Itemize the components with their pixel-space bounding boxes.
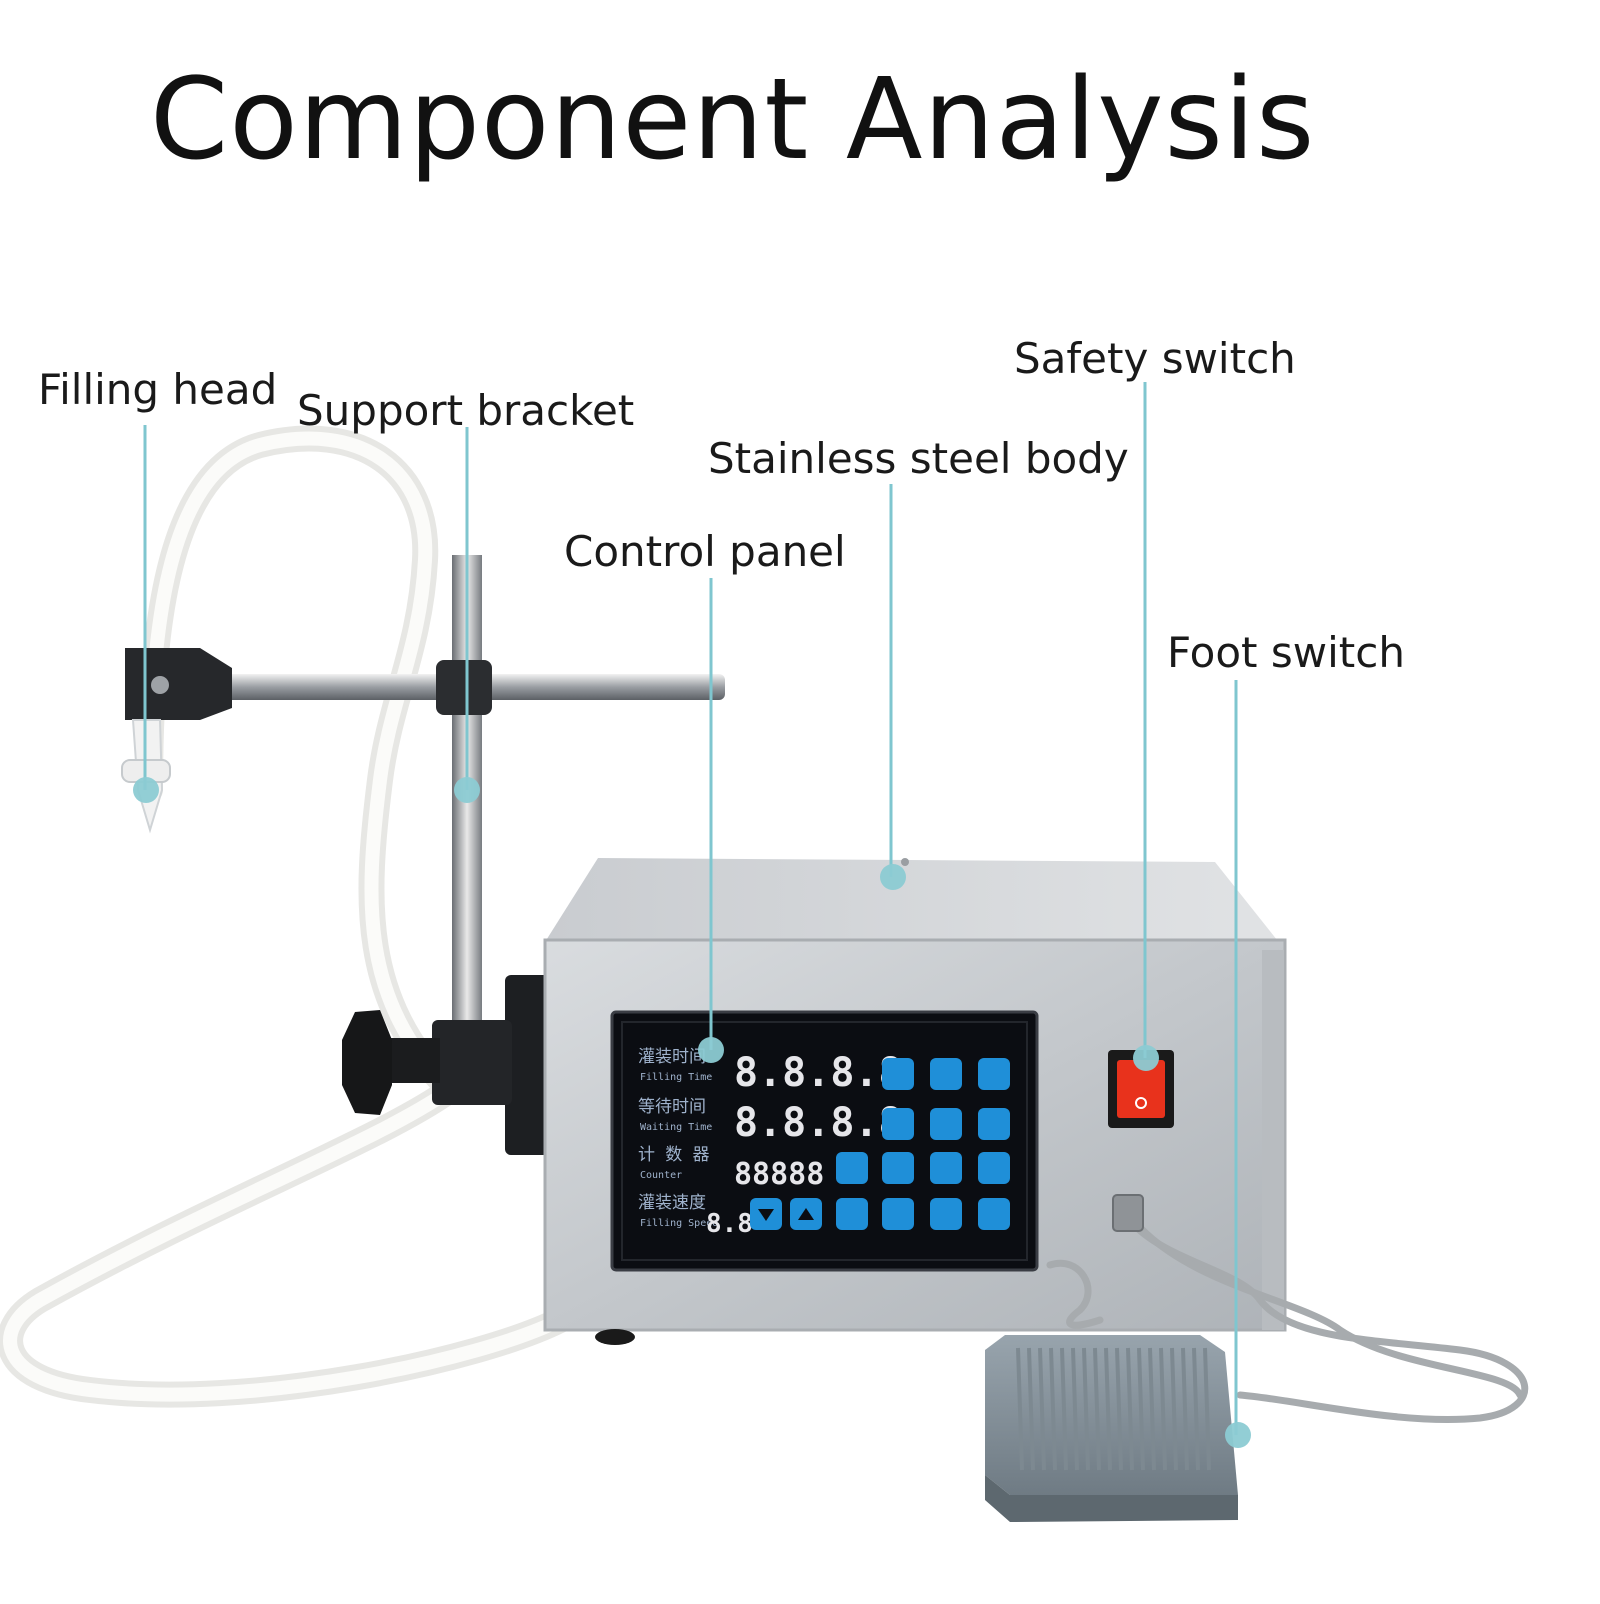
foot-switch-cable [1046,1214,1529,1424]
pedal-ridge [1181,1347,1189,1471]
markers [133,777,1251,1448]
marker-filling-head [133,777,159,803]
panel-button[interactable] [836,1152,868,1184]
pedal-ridge [1016,1347,1024,1471]
pedal-ridge [1159,1347,1167,1471]
panel-button[interactable] [836,1198,868,1230]
pedal-ridge [1115,1347,1123,1471]
panel-button[interactable] [882,1152,914,1184]
adjust-knob [342,1010,392,1115]
panel-row-display: 88888 [734,1157,824,1192]
panel-button[interactable] [978,1058,1010,1090]
side-mount [505,975,555,1155]
pedal-ridge [1093,1347,1101,1471]
panel-row-display: 8.8 [706,1209,753,1239]
pedal-ridge [1137,1347,1145,1471]
panel-button[interactable] [930,1108,962,1140]
panel-row-en-label: Filling Time [640,1072,712,1083]
panel-button[interactable] [930,1198,962,1230]
pedal-ridge [1126,1347,1134,1471]
panel-button[interactable] [978,1152,1010,1184]
panel-row-display: 8.8.8.8 [734,1100,903,1146]
label-filling-head: Filling head [38,365,278,414]
filling-head-screw [151,676,169,694]
panel-row-en-label: Filling Speed [640,1218,718,1229]
pedal-ridge [1148,1347,1156,1471]
panel-row-cn-label: 等待时间 [638,1097,706,1117]
pedal-ridge [1049,1347,1057,1471]
label-control-panel: Control panel [564,527,846,576]
panel-button[interactable] [978,1198,1010,1230]
panel-button[interactable] [882,1198,914,1230]
rod-clamp [436,660,492,715]
panel-row-cn-label: 计 数 器 [638,1145,709,1165]
panel-row-display: 8.8.8.8 [734,1050,903,1096]
safety-switch[interactable] [1108,1050,1174,1128]
panel-row-cn-label: 灌装速度 [638,1193,706,1213]
pedal-ridge [1060,1347,1068,1471]
hose [0,425,573,1408]
up-arrow-icon [798,1208,814,1220]
panel-button[interactable] [882,1058,914,1090]
panel-button[interactable] [930,1152,962,1184]
panel-rows: 灌装时间 Filling Time 8.8.8.8 等待时间 Waiting Time 8… [638,1047,903,1239]
label-stainless-steel-body: Stainless steel body [708,434,1129,483]
cable-connector [1112,1194,1144,1232]
pedal-ridge [1071,1347,1079,1471]
foot-switch-pedal[interactable] [985,1335,1238,1522]
pedal-ridge [1104,1347,1112,1471]
pedal-ridge [1027,1347,1035,1471]
pedal-ridge [1192,1347,1200,1471]
panel-row-en-label: Waiting Time [640,1122,712,1133]
pedal-ridge [1038,1347,1046,1471]
marker-control-panel [698,1037,724,1063]
panel-button[interactable] [978,1108,1010,1140]
label-support-bracket: Support bracket [297,386,635,435]
power-indicator-icon [1135,1097,1147,1109]
panel-button[interactable] [882,1108,914,1140]
marker-stainless-steel-body [880,864,906,890]
pedal-ridge [1203,1347,1211,1471]
panel-row-cn-label: 灌装时间 [638,1047,706,1067]
label-foot-switch: Foot switch [1167,628,1405,677]
leader-lines [143,382,1238,1435]
marker-safety-switch [1133,1045,1159,1071]
panel-row-en-label: Counter [640,1170,682,1181]
marker-foot-switch [1225,1422,1251,1448]
filling-head-block [125,648,232,720]
rod-mount-block [432,1020,512,1105]
pedal-ridge [1082,1347,1090,1471]
label-safety-switch: Safety switch [1014,334,1296,383]
panel-buttons [750,1058,1010,1230]
marker-support-bracket [454,777,480,803]
page-title: Component Analysis [150,55,1316,185]
panel-button[interactable] [930,1058,962,1090]
down-arrow-icon [758,1209,774,1221]
pedal-ridge [1170,1347,1178,1471]
